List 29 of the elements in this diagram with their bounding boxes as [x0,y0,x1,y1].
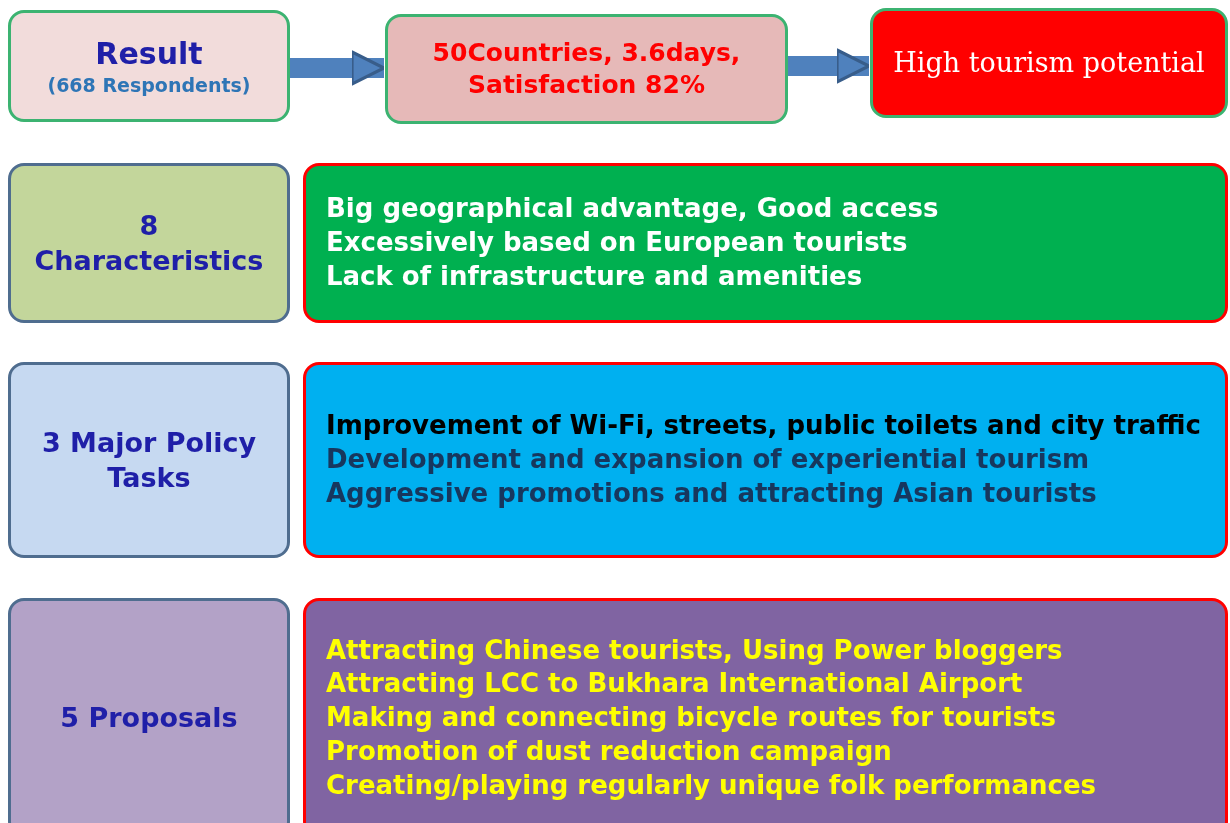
box-heading: 8 Characteristics [33,208,265,278]
list-item: Making and connecting bicycle routes for tourists [326,701,1057,735]
list-item: Improvement of Wi-Fi, streets, public toilets and city traffic [326,409,1202,443]
list-item: Promotion of dust reduction campaign [326,734,893,768]
box-heading: 50Countries, 3.6days, Satisfaction 82% [431,36,742,101]
list-item: Aggressive promotions and attracting Asian tourists [326,476,1098,510]
list-item: Big geographical advantage, Good access [326,192,940,226]
list-item: Attracting LCC to Bukhara International Airport [326,667,1024,701]
box-heading: Result [94,35,204,74]
category-box [8,598,290,823]
list-item: Excessively based on European tourists [326,226,909,260]
list-item: Lack of infrastructure and amenities [326,259,864,293]
list-item: Attracting Chinese tourists, Using Power bloggers [326,633,1064,667]
policy-tasks-panel [303,362,1228,558]
outcome-box [870,8,1228,118]
survey-summary-box [385,14,788,124]
list-item: Development and expansion of experiential tourism [326,443,1091,477]
characteristics-panel [303,163,1228,323]
block-arrow [788,48,871,84]
block-arrow [290,50,386,86]
box-heading: High tourism potential [892,46,1206,81]
box-heading: 5 Proposals [59,701,239,736]
proposals-panel [303,598,1228,823]
result-box [8,10,290,122]
box-subtitle: (668 Respondents) [46,73,252,98]
category-box [8,362,290,558]
list-item: Creating/playing regularly unique folk performances [326,768,1097,802]
category-box [8,163,290,323]
box-heading: 3 Major Policy Tasks [40,425,258,495]
